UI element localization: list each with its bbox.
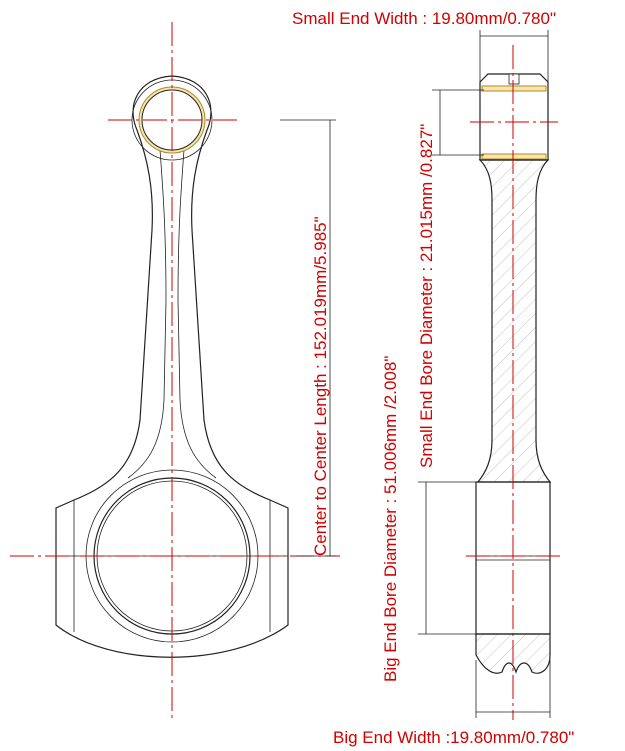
center-to-center-label: Center to Center Length : 152.019mm/5.98…: [311, 216, 330, 556]
rod-rib-right: [177, 149, 217, 479]
side-beam: [476, 159, 552, 483]
big-end-width-label: Big End Width :19.80mm/0.780": [333, 728, 574, 747]
side-view: [418, 30, 560, 720]
front-view: [10, 22, 340, 720]
side-small-bushing-bottom: [481, 153, 547, 160]
oil-hole: [508, 73, 520, 85]
rod-rib: [127, 149, 167, 479]
big-end-bore-label: Big End Bore Diameter : 51.006mm /2.008": [381, 356, 400, 682]
side-small-bushing-top: [481, 85, 547, 92]
small-end-bore-label: Small End Bore Diameter : 21.015mm /0.82…: [417, 124, 436, 468]
rod-outline: [55, 75, 289, 658]
small-end-width-label: Small End Width : 19.80mm/0.780": [292, 9, 556, 28]
